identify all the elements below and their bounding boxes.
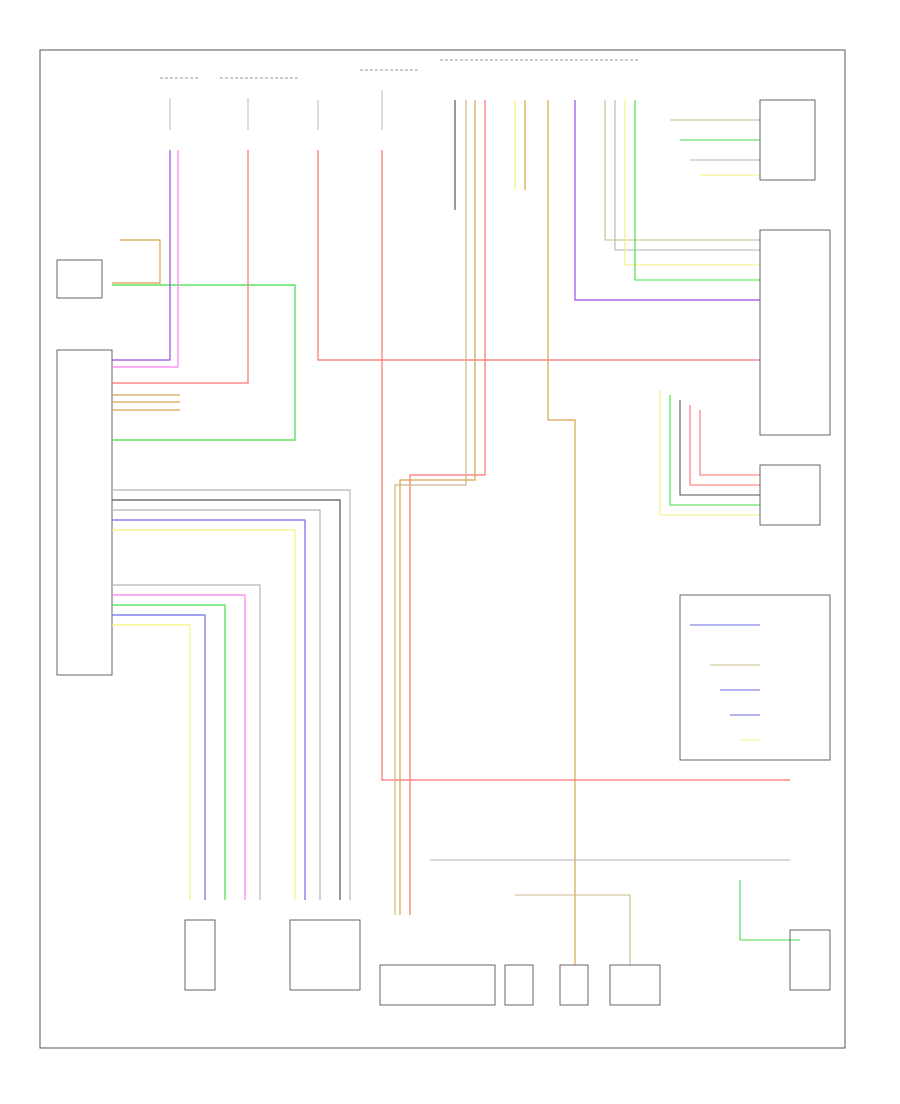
right-front-lock-unit bbox=[759, 99, 816, 181]
bottom-components bbox=[184, 919, 661, 1006]
diagram-frame bbox=[39, 49, 846, 1049]
fuel-door-actuator bbox=[609, 964, 661, 1006]
door-lock-control-module bbox=[379, 964, 496, 1006]
hood-switch bbox=[789, 929, 831, 991]
central-locking-switch bbox=[559, 964, 589, 1006]
left-front-lock-unit bbox=[759, 229, 831, 436]
interior-locking-button bbox=[759, 464, 821, 526]
module-wires bbox=[112, 150, 351, 900]
right-rear-lock-unit bbox=[289, 919, 361, 991]
comfort-system-control-module bbox=[56, 349, 113, 676]
right-door-wires bbox=[430, 100, 800, 965]
main-feeds bbox=[317, 100, 790, 965]
top-fuse-group bbox=[160, 59, 640, 130]
rear-lid-lock-unit bbox=[679, 594, 831, 761]
horn bbox=[504, 964, 534, 1006]
left-rear-lock-unit bbox=[184, 919, 216, 991]
comfort-sensor-module bbox=[56, 259, 103, 299]
